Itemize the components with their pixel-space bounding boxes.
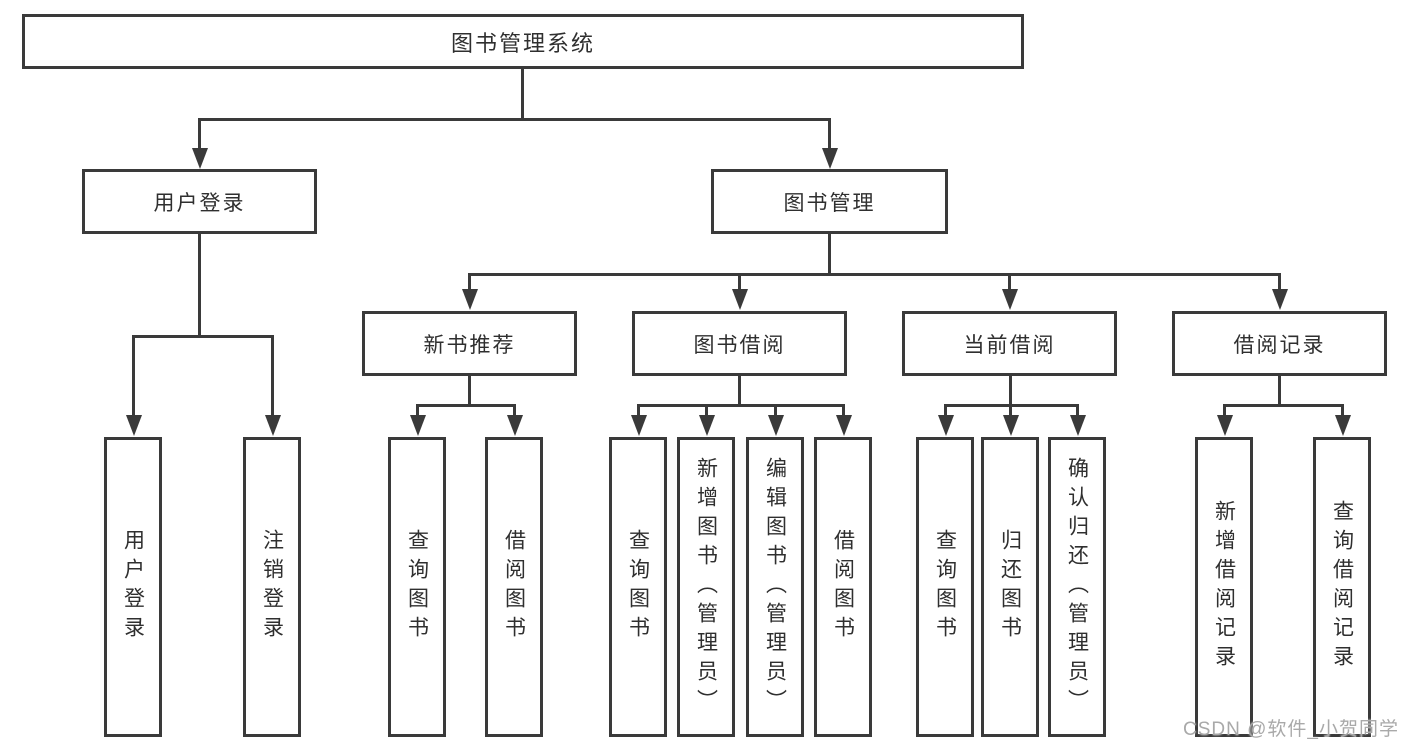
connector-user-login-trunk xyxy=(198,234,201,335)
leaf-add-borrow-record: 新增借阅记录 xyxy=(1195,437,1253,737)
node-borrowing-records: 借阅记录 xyxy=(1172,311,1387,376)
arrow-down-icon xyxy=(1223,404,1226,415)
arrow-down-icon xyxy=(1008,273,1011,289)
arrow-down-icon xyxy=(944,404,947,415)
leaf-borrow-books-recommend: 借阅图书 xyxy=(485,437,543,737)
connector-root-trunk xyxy=(521,69,524,118)
leaf-confirm-return-admin: 确认归还（管理员） xyxy=(1048,437,1106,737)
connector-records-trunk xyxy=(1278,376,1281,404)
leaf-label: 借阅图书 xyxy=(831,529,855,645)
arrow-down-icon xyxy=(1278,273,1281,289)
connector-recommend-split xyxy=(416,404,516,407)
leaf-label: 归还图书 xyxy=(998,529,1022,645)
leaf-user-login: 用户登录 xyxy=(104,437,162,737)
connector-recommend-trunk xyxy=(468,376,471,404)
arrow-down-icon xyxy=(1076,404,1079,415)
leaf-logout: 注销登录 xyxy=(243,437,301,737)
node-book-management: 图书管理 xyxy=(711,169,948,234)
arrow-down-icon xyxy=(738,273,741,289)
leaf-query-books-current: 查询图书 xyxy=(916,437,974,737)
leaf-label: 新增借阅记录 xyxy=(1212,500,1236,674)
arrow-down-icon xyxy=(132,335,135,415)
csdn-watermark: CSDN @软件_小贺同学 xyxy=(1183,719,1399,740)
arrow-down-icon xyxy=(774,404,777,415)
node-library-management-system: 图书管理系统 xyxy=(22,14,1024,69)
connector-borrowing-split xyxy=(637,404,845,407)
leaf-label: 查询图书 xyxy=(405,529,429,645)
connector-borrowing-trunk xyxy=(738,376,741,404)
arrow-down-icon xyxy=(828,118,831,148)
leaf-query-books-recommend: 查询图书 xyxy=(388,437,446,737)
connector-current-trunk xyxy=(1009,376,1012,404)
arrow-down-icon xyxy=(842,404,845,415)
node-current-borrowing: 当前借阅 xyxy=(902,311,1117,376)
arrow-down-icon xyxy=(468,273,471,289)
arrow-down-icon xyxy=(1341,404,1344,415)
leaf-label: 用户登录 xyxy=(121,529,145,645)
arrow-down-icon xyxy=(513,404,516,415)
leaf-query-books-borrowing: 查询图书 xyxy=(609,437,667,737)
leaf-label: 新增图书（管理员） xyxy=(694,456,718,718)
arrow-down-icon xyxy=(705,404,708,415)
node-user-login: 用户登录 xyxy=(82,169,317,234)
leaf-label: 注销登录 xyxy=(260,529,284,645)
leaf-add-book-admin: 新增图书（管理员） xyxy=(677,437,735,737)
connector-records-split xyxy=(1223,404,1344,407)
arrow-down-icon xyxy=(1009,404,1012,415)
leaf-return-book: 归还图书 xyxy=(981,437,1039,737)
leaf-label: 确认归还（管理员） xyxy=(1065,456,1089,718)
connector-user-login-split xyxy=(132,335,274,338)
leaf-label: 查询图书 xyxy=(626,529,650,645)
connector-book-mgmt-split xyxy=(468,273,1281,276)
leaf-query-borrow-record: 查询借阅记录 xyxy=(1313,437,1371,737)
arrow-down-icon xyxy=(271,335,274,415)
leaf-borrow-books: 借阅图书 xyxy=(814,437,872,737)
arrow-down-icon xyxy=(416,404,419,415)
connector-book-mgmt-trunk xyxy=(828,234,831,273)
leaf-label: 查询借阅记录 xyxy=(1330,500,1354,674)
arrow-down-icon xyxy=(198,118,201,148)
leaf-label: 编辑图书（管理员） xyxy=(763,456,787,718)
node-book-borrowing: 图书借阅 xyxy=(632,311,847,376)
leaf-edit-book-admin: 编辑图书（管理员） xyxy=(746,437,804,737)
leaf-label: 查询图书 xyxy=(933,529,957,645)
arrow-down-icon xyxy=(637,404,640,415)
node-new-book-recommend: 新书推荐 xyxy=(362,311,577,376)
leaf-label: 借阅图书 xyxy=(502,529,526,645)
connector-root-split xyxy=(198,118,831,121)
